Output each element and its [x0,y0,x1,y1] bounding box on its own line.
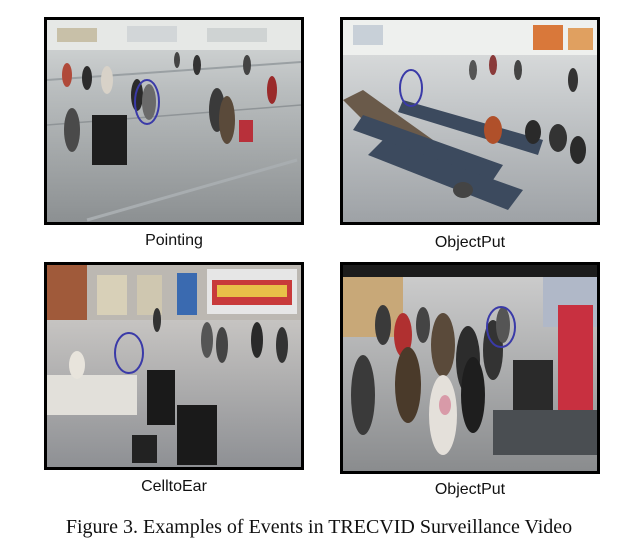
waiting-area-image [343,20,597,222]
event-highlight-ellipse [399,69,423,107]
surveillance-frame-objectput-2 [340,262,600,474]
panel-caption-pointing: Pointing [145,232,203,249]
terminal-hall-image [47,265,301,467]
panel-caption-objectput-1: ObjectPut [434,234,506,251]
event-highlight-ellipse [114,332,144,374]
panel-caption-celltoear: CelltoEar [141,478,207,495]
surveillance-frame-pointing [44,17,304,225]
airport-concourse-image [47,20,301,222]
panel-caption-objectput-2: ObjectPut [434,481,506,498]
event-highlight-ellipse [134,79,160,125]
surveillance-frame-celltoear [44,262,304,470]
figure-caption: Figure 3. Examples of Events in TRECVID … [65,516,573,538]
shop-crowd-image [343,265,597,471]
event-highlight-ellipse [486,306,516,348]
surveillance-frame-objectput-1 [340,17,600,225]
